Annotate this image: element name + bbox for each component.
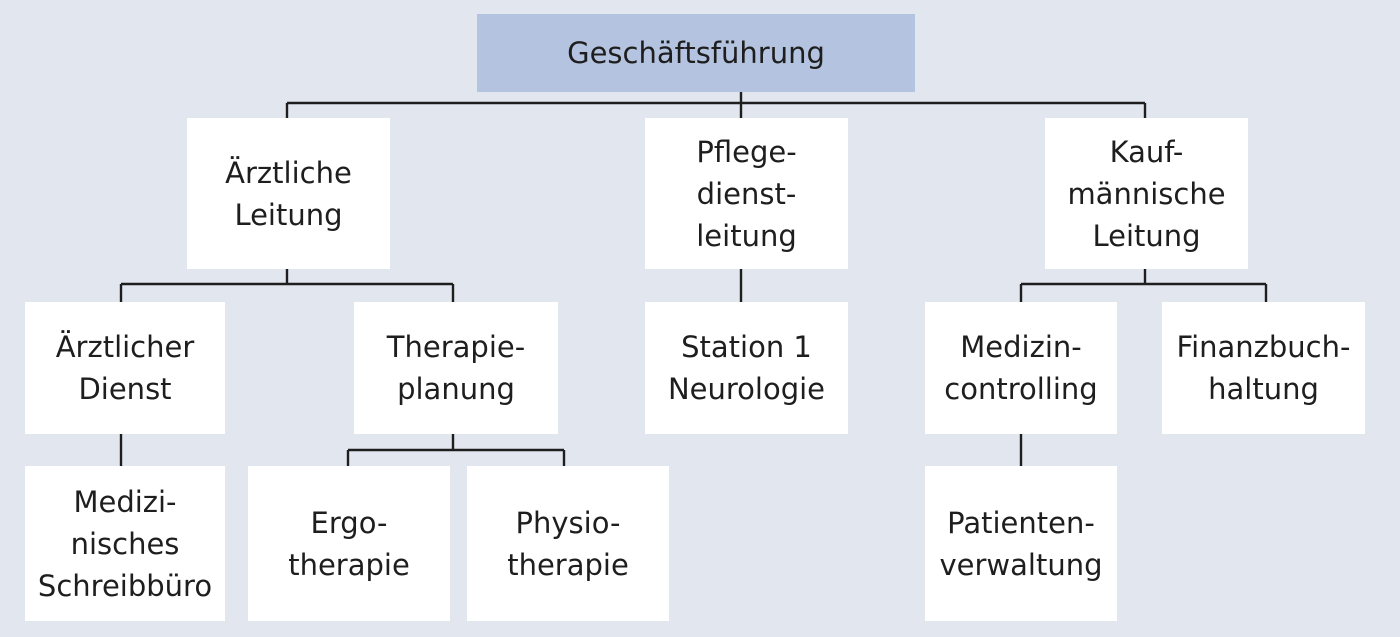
node-label: Kauf- männische Leitung	[1067, 134, 1226, 253]
node-label: Station 1 Neurologie	[667, 330, 826, 406]
node-kaufmaennische-leitung: Kauf- männische Leitung	[1045, 118, 1248, 269]
node-label: Ergo- therapie	[288, 505, 410, 582]
connector-aerztliche-leitung-children	[119, 269, 455, 302]
node-label: Medizi- nisches Schreibbüro	[37, 484, 213, 603]
node-label: Medizin- controlling	[944, 330, 1098, 406]
connector-kaufm-leitung-children	[1019, 269, 1268, 302]
node-geschaeftsfuehrung: Geschäftsführung	[477, 14, 915, 92]
connector-therapieplanung-children	[346, 434, 566, 466]
node-label: Therapie- planung	[386, 330, 526, 406]
node-pflegedienstleitung: Pflege- dienst- leitung	[645, 118, 848, 269]
node-medizincontrolling: Medizin- controlling	[925, 302, 1117, 434]
node-ergotherapie: Ergo- therapie	[248, 466, 450, 621]
node-station-1-neurologie: Station 1 Neurologie	[645, 302, 848, 434]
node-label: Ärztlicher Dienst	[55, 330, 195, 406]
node-label: Patienten- verwaltung	[939, 505, 1103, 582]
node-label: Finanzbuch- haltung	[1176, 330, 1351, 406]
node-medizinisches-schreibbuero: Medizi- nisches Schreibbüro	[25, 466, 225, 621]
node-physiotherapie: Physio- therapie	[467, 466, 669, 621]
node-patientenverwaltung: Patienten- verwaltung	[925, 466, 1117, 621]
node-label: Pflege- dienst- leitung	[696, 134, 797, 253]
node-therapieplanung: Therapie- planung	[354, 302, 558, 434]
node-aerztlicher-dienst: Ärztlicher Dienst	[25, 302, 225, 434]
node-label: Physio- therapie	[507, 505, 629, 582]
connector-root-level1	[285, 92, 1147, 118]
node-label: Geschäftsführung	[567, 36, 825, 70]
node-label: Ärztliche Leitung	[225, 155, 352, 232]
node-finanzbuchhaltung: Finanzbuch- haltung	[1162, 302, 1365, 434]
node-aerztliche-leitung: Ärztliche Leitung	[187, 118, 390, 269]
